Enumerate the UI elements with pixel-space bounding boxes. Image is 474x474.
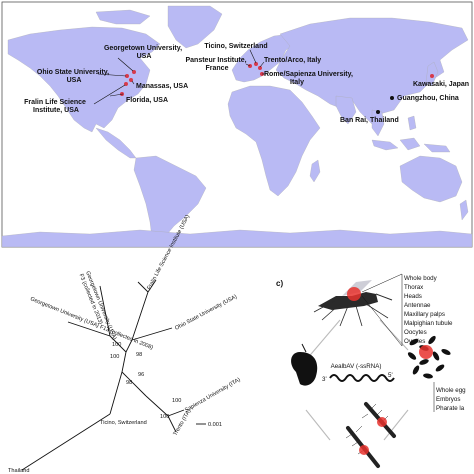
leader-lines <box>93 49 266 105</box>
panel-c-label: c) <box>276 279 283 288</box>
phylogenetic-tree: 100 100 98 96 98 100 100 Georgetown Univ… <box>8 214 242 474</box>
asia-landmass <box>275 17 469 125</box>
marker-ohio <box>125 74 129 78</box>
new-zealand-landmass <box>459 199 469 221</box>
virus-label: AealbAV (-ssRNA) <box>331 363 382 370</box>
adult-tissue-list: Whole body Thorax Heads Antennae Maxilla… <box>404 275 454 345</box>
southeast-asia-landmass <box>371 109 385 137</box>
label-kawasaki: Kawasaki, Japan <box>413 81 469 88</box>
location-labels: Georgetown University, USA Ohio State Un… <box>24 43 469 124</box>
marker-guangzhou <box>390 96 394 100</box>
india-landmass <box>335 95 357 125</box>
greenland-landmass <box>167 5 223 49</box>
label-ban-rai: Ban Rai, Thailand <box>340 117 399 124</box>
world-map: Georgetown University, USA Ohio State Un… <box>1 1 473 248</box>
africa-landmass <box>227 85 321 197</box>
bootstrap-6: 100 <box>172 398 181 404</box>
larvae-icon <box>345 402 396 468</box>
bootstrap-2: 100 <box>110 354 119 360</box>
bootstrap-3: 98 <box>136 352 142 358</box>
adult-infection-highlight <box>347 287 361 301</box>
marker-ban-rai <box>376 110 380 114</box>
five-prime-label: 5' <box>388 372 393 379</box>
marker-trento <box>258 66 262 70</box>
label-ticino: Ticino, Switzerland <box>204 43 267 50</box>
leaf-ticino: Ticino, Switzerland <box>100 420 147 426</box>
label-manassas: Manassas, USA <box>136 83 188 90</box>
adult-tissue-leaders <box>361 273 403 347</box>
leaf-georgetown-f3: Georgetown University (USA) F3 (collecte… <box>78 271 118 345</box>
virus-rna: AealbAV (-ssRNA) 3' 5' <box>322 363 395 383</box>
leaf-ohio: Ohio State University (USA) <box>174 294 238 332</box>
bootstrap-7: 100 <box>160 414 169 420</box>
egg-infection-highlight <box>419 345 433 359</box>
europe-landmass <box>231 33 297 83</box>
antarctica-landmass <box>1 229 473 248</box>
scale-bar-label: 0.001 <box>208 422 222 428</box>
label-guangzhou: Guangzhou, China <box>397 95 459 102</box>
marker-kawasaki <box>430 74 434 78</box>
bootstrap-4: 96 <box>138 372 144 378</box>
label-pasteur: Pansteur Institute, France <box>185 57 248 72</box>
three-prime-label: 3' <box>322 376 327 383</box>
label-fralin: Fralin Life Science Institute, USA <box>24 99 88 114</box>
label-trento: Trento/Arco, Italy <box>264 57 321 64</box>
cycle-arrows <box>305 319 409 441</box>
adult-mosquito-icon <box>313 280 393 327</box>
north-america-landmass <box>7 26 161 133</box>
marker-ticino <box>254 62 258 66</box>
eggs-icon <box>407 335 451 379</box>
bootstrap-5: 98 <box>126 380 132 386</box>
leaf-thailand: Thailand <box>8 468 29 474</box>
label-ohio-state: Ohio State University, USA <box>37 69 111 84</box>
indonesia-islands <box>371 115 451 153</box>
tree-branches <box>21 279 185 471</box>
pupa-icon <box>291 343 318 386</box>
australia-landmass <box>399 155 463 203</box>
label-georgetown: Georgetown University, USA <box>104 45 184 60</box>
south-america-landmass <box>133 155 207 245</box>
leaf-trento: Trento (ITA) <box>173 408 193 437</box>
life-cycle-panel: c) Whole body Thorax Heads Antennae Max <box>276 273 467 468</box>
arctic-islands <box>95 9 151 25</box>
label-rome: Rome/Sapienza University, Italy <box>264 71 355 86</box>
label-florida: Florida, USA <box>126 97 168 104</box>
egg-stage-list: Whole egg Embryos Pharate la <box>436 387 467 412</box>
madagascar-landmass <box>309 159 321 183</box>
bootstrap-1: 100 <box>112 342 121 348</box>
leaf-sapienza: Sapienza University (ITA) <box>184 377 242 414</box>
rna-strand <box>329 374 395 382</box>
